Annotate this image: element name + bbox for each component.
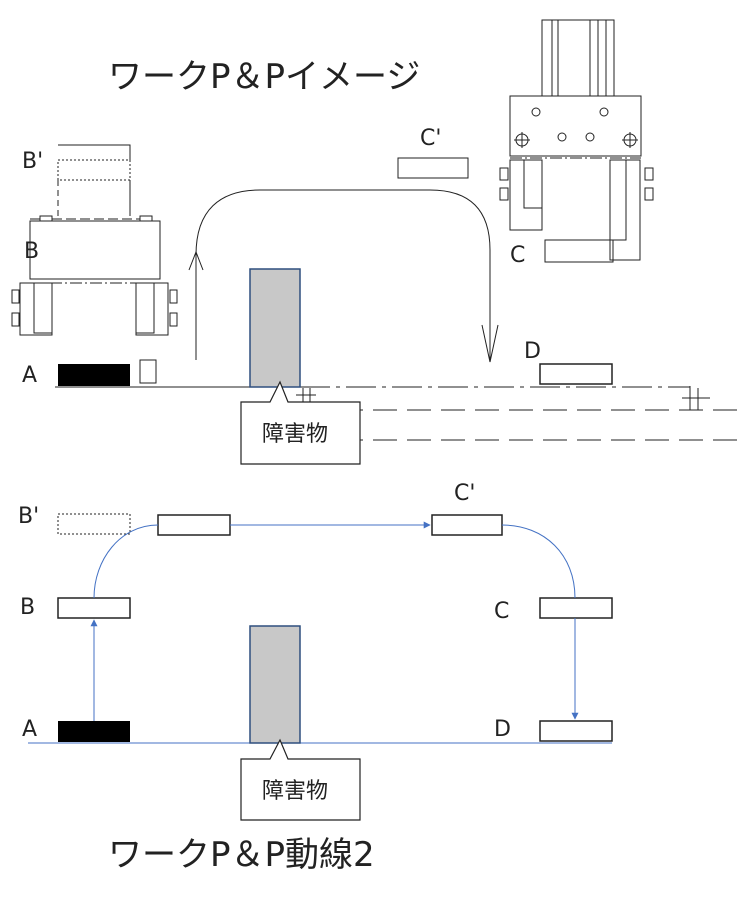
bottom-label-c-prime: C' (454, 481, 475, 506)
top-label-c: C (510, 243, 525, 268)
bottom-work-a (58, 721, 130, 742)
top-title: ワークP＆Pイメージ (108, 57, 420, 97)
top-obstacle-callout (240, 380, 361, 465)
top-diagram: ワークP＆Pイメージ B' B A C' C D (11, 19, 743, 465)
top-rail-marker-right (682, 386, 710, 410)
bottom-work-d (539, 720, 613, 742)
top-label-a: A (22, 363, 37, 388)
bottom-title: ワークP＆P動線2 (108, 835, 375, 875)
top-label-b: B (24, 239, 39, 264)
top-label-d: D (524, 339, 541, 364)
top-gripper-c (499, 19, 654, 263)
bottom-work-transit (157, 514, 231, 536)
top-work-a (58, 364, 130, 386)
bottom-obstacle-callout (240, 738, 361, 821)
bottom-label-b: B (20, 595, 35, 620)
bottom-work-c (539, 597, 613, 619)
top-obstacle (249, 268, 301, 388)
top-work-c-prime (397, 157, 469, 179)
top-label-b-prime: B' (22, 149, 43, 174)
bottom-work-c-prime (431, 514, 503, 536)
bottom-obstacle-label: 障害物 (262, 779, 328, 804)
bottom-label-c: C (494, 599, 509, 624)
bottom-label-d: D (494, 717, 511, 742)
bottom-work-b (57, 597, 131, 619)
top-work-b-prime (57, 159, 131, 181)
top-work-d (539, 363, 613, 385)
top-label-c-prime: C' (420, 126, 441, 151)
bottom-work-b-prime (57, 513, 131, 535)
bottom-label-b-prime: B' (18, 504, 39, 529)
bottom-label-a: A (22, 717, 37, 742)
bottom-movement-path (90, 521, 579, 721)
top-gripper-b-prime-outline (58, 144, 131, 160)
top-gripper-b (11, 215, 178, 384)
bottom-obstacle (249, 625, 301, 744)
top-movement-path (188, 189, 499, 363)
bottom-diagram: B' B A C' C D 障害物 ワークP＆P動線2 (18, 481, 613, 875)
top-obstacle-label: 障害物 (262, 422, 328, 447)
